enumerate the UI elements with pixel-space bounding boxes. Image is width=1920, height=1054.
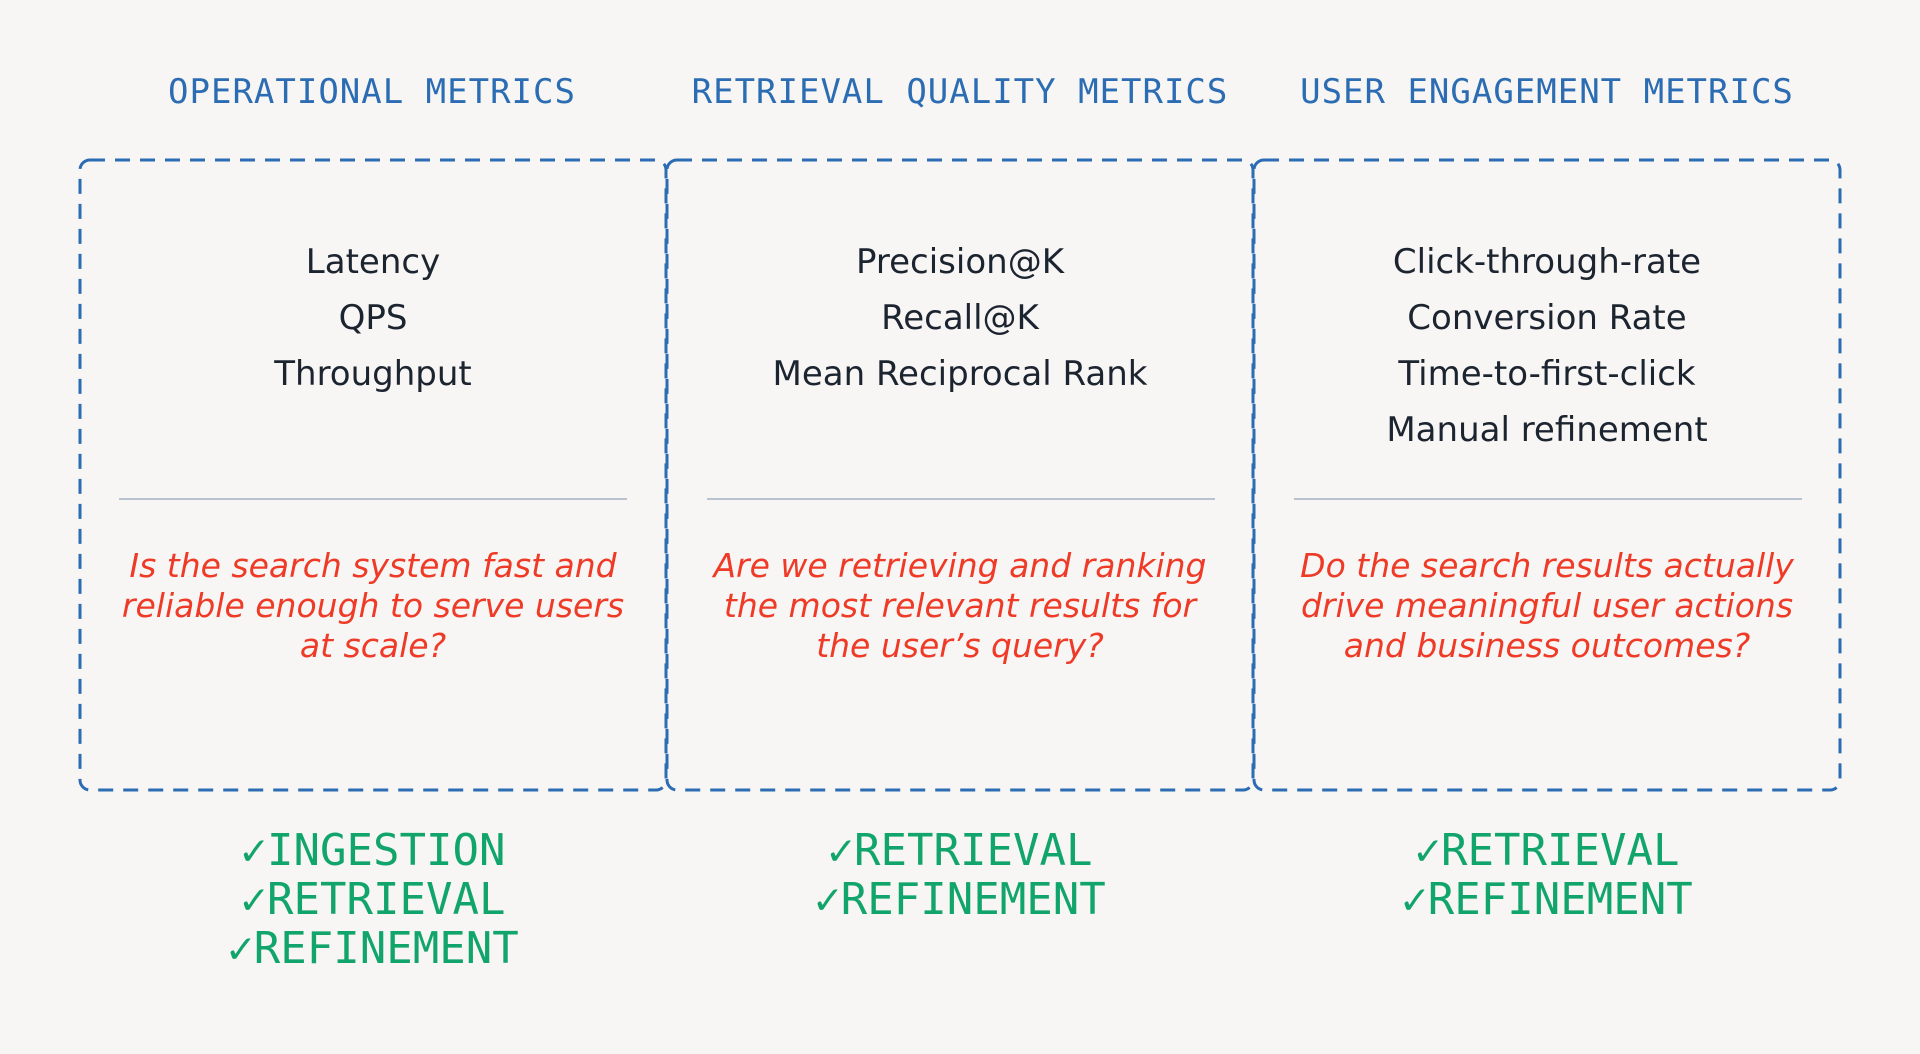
stage-refinement: ✓REFINEMENT — [1401, 874, 1693, 925]
operational-question: Is the search system fast and reliable e… — [121, 546, 625, 665]
stage-retrieval: ✓RETRIEVAL — [1414, 825, 1680, 876]
user-engagement-question: Do the search results actually drive mea… — [1300, 546, 1794, 665]
stage-retrieval: ✓RETRIEVAL — [240, 874, 506, 925]
retrieval-quality-box — [665, 158, 1255, 792]
stage-retrieval: ✓RETRIEVAL — [827, 825, 1093, 876]
stage-refinement: ✓REFINEMENT — [227, 923, 519, 974]
user-engagement-stages: ✓RETRIEVAL ✓REFINEMENT — [1267, 826, 1827, 924]
metric-item: Recall@K — [881, 298, 1039, 338]
metric-item: Click-through-rate — [1392, 242, 1702, 282]
operational-stages: ✓INGESTION ✓RETRIEVAL ✓REFINEMENT — [93, 826, 653, 973]
header-operational-metrics: OPERATIONAL METRICS — [168, 72, 576, 112]
stage-ingestion: ✓INGESTION — [240, 825, 506, 876]
metric-item: Mean Reciprocal Rank — [772, 354, 1148, 394]
metric-item: Conversion Rate — [1407, 298, 1687, 338]
retrieval-quality-stages: ✓RETRIEVAL ✓REFINEMENT — [680, 826, 1240, 924]
retrieval-quality-divider — [707, 498, 1215, 500]
retrieval-quality-question: Are we retrieving and ranking the most r… — [713, 546, 1207, 665]
operational-metrics-list: Latency QPS Throughput — [103, 234, 643, 402]
metric-item: Precision@K — [855, 242, 1064, 282]
operational-box — [78, 158, 668, 792]
retrieval-quality-metrics-list: Precision@K Recall@K Mean Reciprocal Ran… — [690, 234, 1230, 402]
header-user-engagement-metrics: USER ENGAGEMENT METRICS — [1300, 72, 1794, 112]
user-engagement-metrics-list: Click-through-rate Conversion Rate Time-… — [1277, 234, 1817, 458]
metric-item: Manual refinement — [1386, 410, 1708, 450]
metric-item: Time-to-first-click — [1398, 354, 1696, 394]
metric-item: Latency — [305, 242, 441, 282]
stage-refinement: ✓REFINEMENT — [814, 874, 1106, 925]
metric-item: Throughput — [274, 354, 472, 394]
header-retrieval-quality-metrics: RETRIEVAL QUALITY METRICS — [691, 72, 1229, 112]
user-engagement-box — [1252, 158, 1842, 792]
user-engagement-divider — [1294, 498, 1802, 500]
operational-divider — [119, 498, 627, 500]
metric-item: QPS — [338, 298, 408, 338]
